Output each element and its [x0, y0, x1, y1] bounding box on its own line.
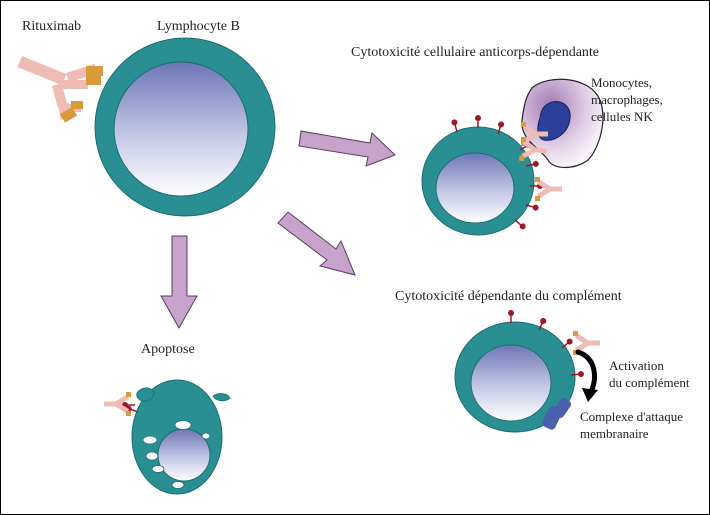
arrow-to-cdc — [277, 211, 356, 276]
cdc-title: Cytotoxicité dépendante du complément — [395, 289, 622, 304]
arrow-to-apoptosis — [160, 235, 198, 330]
arrow-to-adcc — [298, 130, 396, 167]
lymphocyte-b-label: Lymphocyte B — [157, 19, 240, 34]
adcc-target-cell — [421, 78, 604, 236]
adcc-title: Cytotoxicité cellulaire anticorps-dépend… — [351, 45, 600, 60]
membrane-attack-complex-icon — [542, 397, 572, 430]
complement-activation-label-line2: du complément — [609, 375, 690, 390]
apoptotic-cell — [104, 379, 231, 495]
rituximab-label: Rituximab — [22, 19, 82, 34]
effector-label-line3: cellules NK — [591, 109, 653, 124]
complement-activation-arrow-icon — [575, 349, 598, 402]
mac-label-line1: Complexe d'attaque — [580, 409, 684, 424]
complement-activation-label-line1: Activation — [609, 358, 664, 373]
mac-label-line2: membranaire — [580, 426, 649, 441]
cdc-target-cell — [454, 309, 600, 433]
lymphocyte-b-cell — [94, 37, 276, 217]
rituximab-antibody-icon — [17, 56, 103, 123]
effector-label-line1: Monocytes, — [591, 75, 653, 90]
effector-label-line2: macrophages, — [591, 92, 663, 107]
effector-cell-icon — [521, 78, 604, 169]
apoptotic-vesicles — [142, 420, 211, 489]
apoptosis-label: Apoptose — [141, 342, 195, 357]
